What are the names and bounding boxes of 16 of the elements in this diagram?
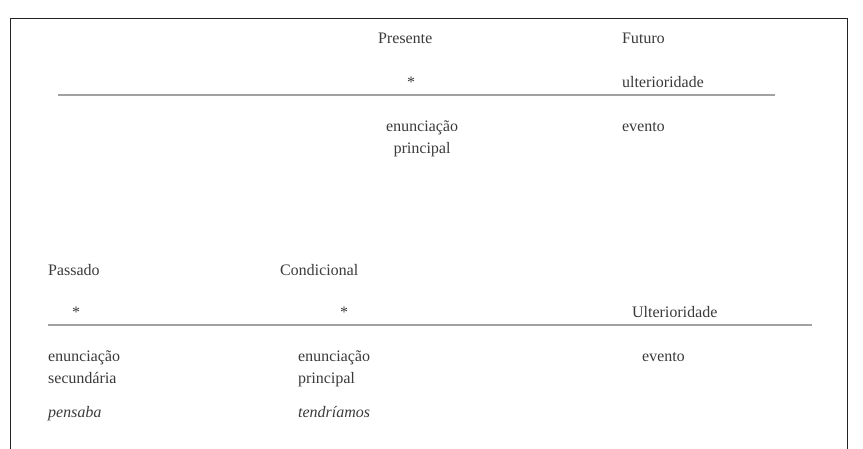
event-caption: enunciação principal [298, 347, 371, 389]
event-marker: * [407, 73, 415, 93]
tense-label: Futuro [622, 29, 665, 49]
event-caption: enunciação secundária [48, 347, 121, 389]
verb-example: pensaba [48, 403, 102, 423]
ulteriority-label: ulterioridade [622, 73, 704, 93]
tense-label: Presente [378, 29, 432, 49]
verb-example: tendríamos [298, 403, 370, 423]
ulteriority-label: Ulterioridade [632, 303, 718, 323]
event-caption: evento [622, 117, 665, 137]
tense-label: Passado [48, 261, 100, 281]
event-marker: * [340, 303, 348, 323]
event-caption: enunciação principal [385, 117, 459, 159]
tense-label: Condicional [280, 261, 358, 281]
event-caption: evento [642, 347, 685, 367]
event-marker: * [72, 303, 80, 323]
